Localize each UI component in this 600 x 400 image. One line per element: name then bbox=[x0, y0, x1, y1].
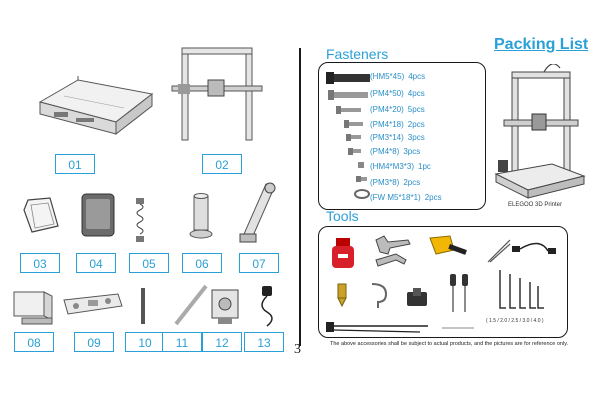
part-label-11: 11 bbox=[162, 332, 202, 352]
fastener-qty: 4pcs bbox=[407, 89, 425, 98]
allen-key-sizes: ( 1.5 / 2.0 / 2.5 / 3.0 / 4.0 ) bbox=[486, 318, 544, 324]
printer-image bbox=[494, 64, 586, 199]
cable-holder-icon bbox=[407, 288, 427, 306]
fastener-row: (PM4*18)2pcs bbox=[370, 120, 425, 129]
needle-icon bbox=[442, 327, 474, 329]
fastener-spec: (PM4*18) bbox=[370, 120, 404, 129]
fastener-qty: 1pc bbox=[418, 162, 431, 171]
part-label-13: 13 bbox=[244, 332, 284, 352]
allen-keys-icon bbox=[499, 270, 544, 309]
part-12-extruder-image bbox=[211, 289, 239, 324]
part-07-support-arm-image bbox=[239, 182, 276, 243]
part-label-03: 03 bbox=[20, 253, 60, 273]
part-09-board-image bbox=[63, 293, 123, 315]
fastener-row: (HM4*M3*3)1pc bbox=[370, 162, 431, 171]
part-06-spool-holder-image bbox=[189, 193, 213, 239]
part-label-04: 04 bbox=[76, 253, 116, 273]
part-label-08: 08 bbox=[14, 332, 54, 352]
part-label-12: 12 bbox=[202, 332, 242, 352]
nozzle-icon bbox=[337, 283, 347, 308]
cable-ties-icon bbox=[326, 322, 428, 333]
fastener-qty: 5pcs bbox=[407, 105, 425, 114]
fastener-screws-image bbox=[326, 72, 370, 199]
fastener-row: (FW M5*18*1)2pcs bbox=[370, 193, 442, 202]
part-05-coiled-cable-image bbox=[136, 198, 144, 242]
part-11-tube-image bbox=[174, 284, 208, 326]
clip-icon bbox=[371, 283, 388, 308]
fastener-qty: 3pcs bbox=[403, 147, 421, 156]
fastener-row: (PM3*8)2pcs bbox=[370, 178, 420, 187]
fastener-row: (PM4*20)5pcs bbox=[370, 105, 425, 114]
part-label-07: 07 bbox=[239, 253, 279, 273]
screwdrivers-icon bbox=[450, 274, 468, 312]
fastener-row: (HM5*45)4pcs bbox=[370, 72, 425, 81]
tweezers-icon bbox=[487, 239, 511, 263]
usb-cable-icon bbox=[512, 242, 556, 254]
printer-caption: ELEGOO 3D Printer bbox=[508, 202, 563, 208]
usb-card-reader-icon bbox=[332, 238, 354, 268]
fastener-spec: (HM4*M3*3) bbox=[370, 162, 415, 171]
fastener-qty: 2pcs bbox=[403, 178, 421, 187]
fastener-qty: 2pcs bbox=[407, 120, 425, 129]
fastener-spec: (PM4*20) bbox=[370, 105, 404, 114]
spatula-icon bbox=[429, 235, 467, 255]
page-divider bbox=[299, 48, 301, 346]
fastener-spec: (PM4*50) bbox=[370, 89, 404, 98]
part-label-02: 02 bbox=[202, 154, 242, 174]
part-label-06: 06 bbox=[182, 253, 222, 273]
page-number: 3 bbox=[294, 342, 301, 357]
part-01-base-image bbox=[38, 76, 154, 136]
fastener-row: (PM3*14)3pcs bbox=[370, 133, 425, 142]
fastener-row: (PM4*50)4pcs bbox=[370, 89, 425, 98]
part-label-09: 09 bbox=[74, 332, 114, 352]
fastener-spec: (PM3*8) bbox=[370, 178, 400, 187]
part-04-touch-screen-image bbox=[81, 193, 115, 237]
wrench-icon bbox=[375, 235, 411, 267]
packing-list-title: Packing List bbox=[494, 36, 589, 53]
part-13-power-cable-image bbox=[261, 286, 273, 327]
tools-title: Tools bbox=[326, 208, 359, 224]
fasteners-title: Fasteners bbox=[326, 46, 389, 62]
part-10-rod-image bbox=[141, 288, 145, 324]
fastener-spec: (FW M5*18*1) bbox=[370, 193, 421, 202]
disclaimer-text: The above accessories shall be subject t… bbox=[330, 341, 569, 347]
fastener-qty: 3pcs bbox=[407, 133, 425, 142]
fastener-row: (PM4*8)3pcs bbox=[370, 147, 420, 156]
fastener-qty: 2pcs bbox=[424, 193, 442, 202]
part-label-10: 10 bbox=[125, 332, 165, 352]
fastener-spec: (HM5*45) bbox=[370, 72, 405, 81]
part-03-sd-card-image bbox=[23, 197, 59, 233]
part-label-05: 05 bbox=[129, 253, 169, 273]
part-08-bracket-image bbox=[13, 291, 53, 325]
fastener-spec: (PM4*8) bbox=[370, 147, 400, 156]
part-label-01: 01 bbox=[55, 154, 95, 174]
part-02-gantry-frame-image bbox=[171, 47, 263, 141]
fastener-qty: 4pcs bbox=[408, 72, 426, 81]
fastener-spec: (PM3*14) bbox=[370, 133, 404, 142]
